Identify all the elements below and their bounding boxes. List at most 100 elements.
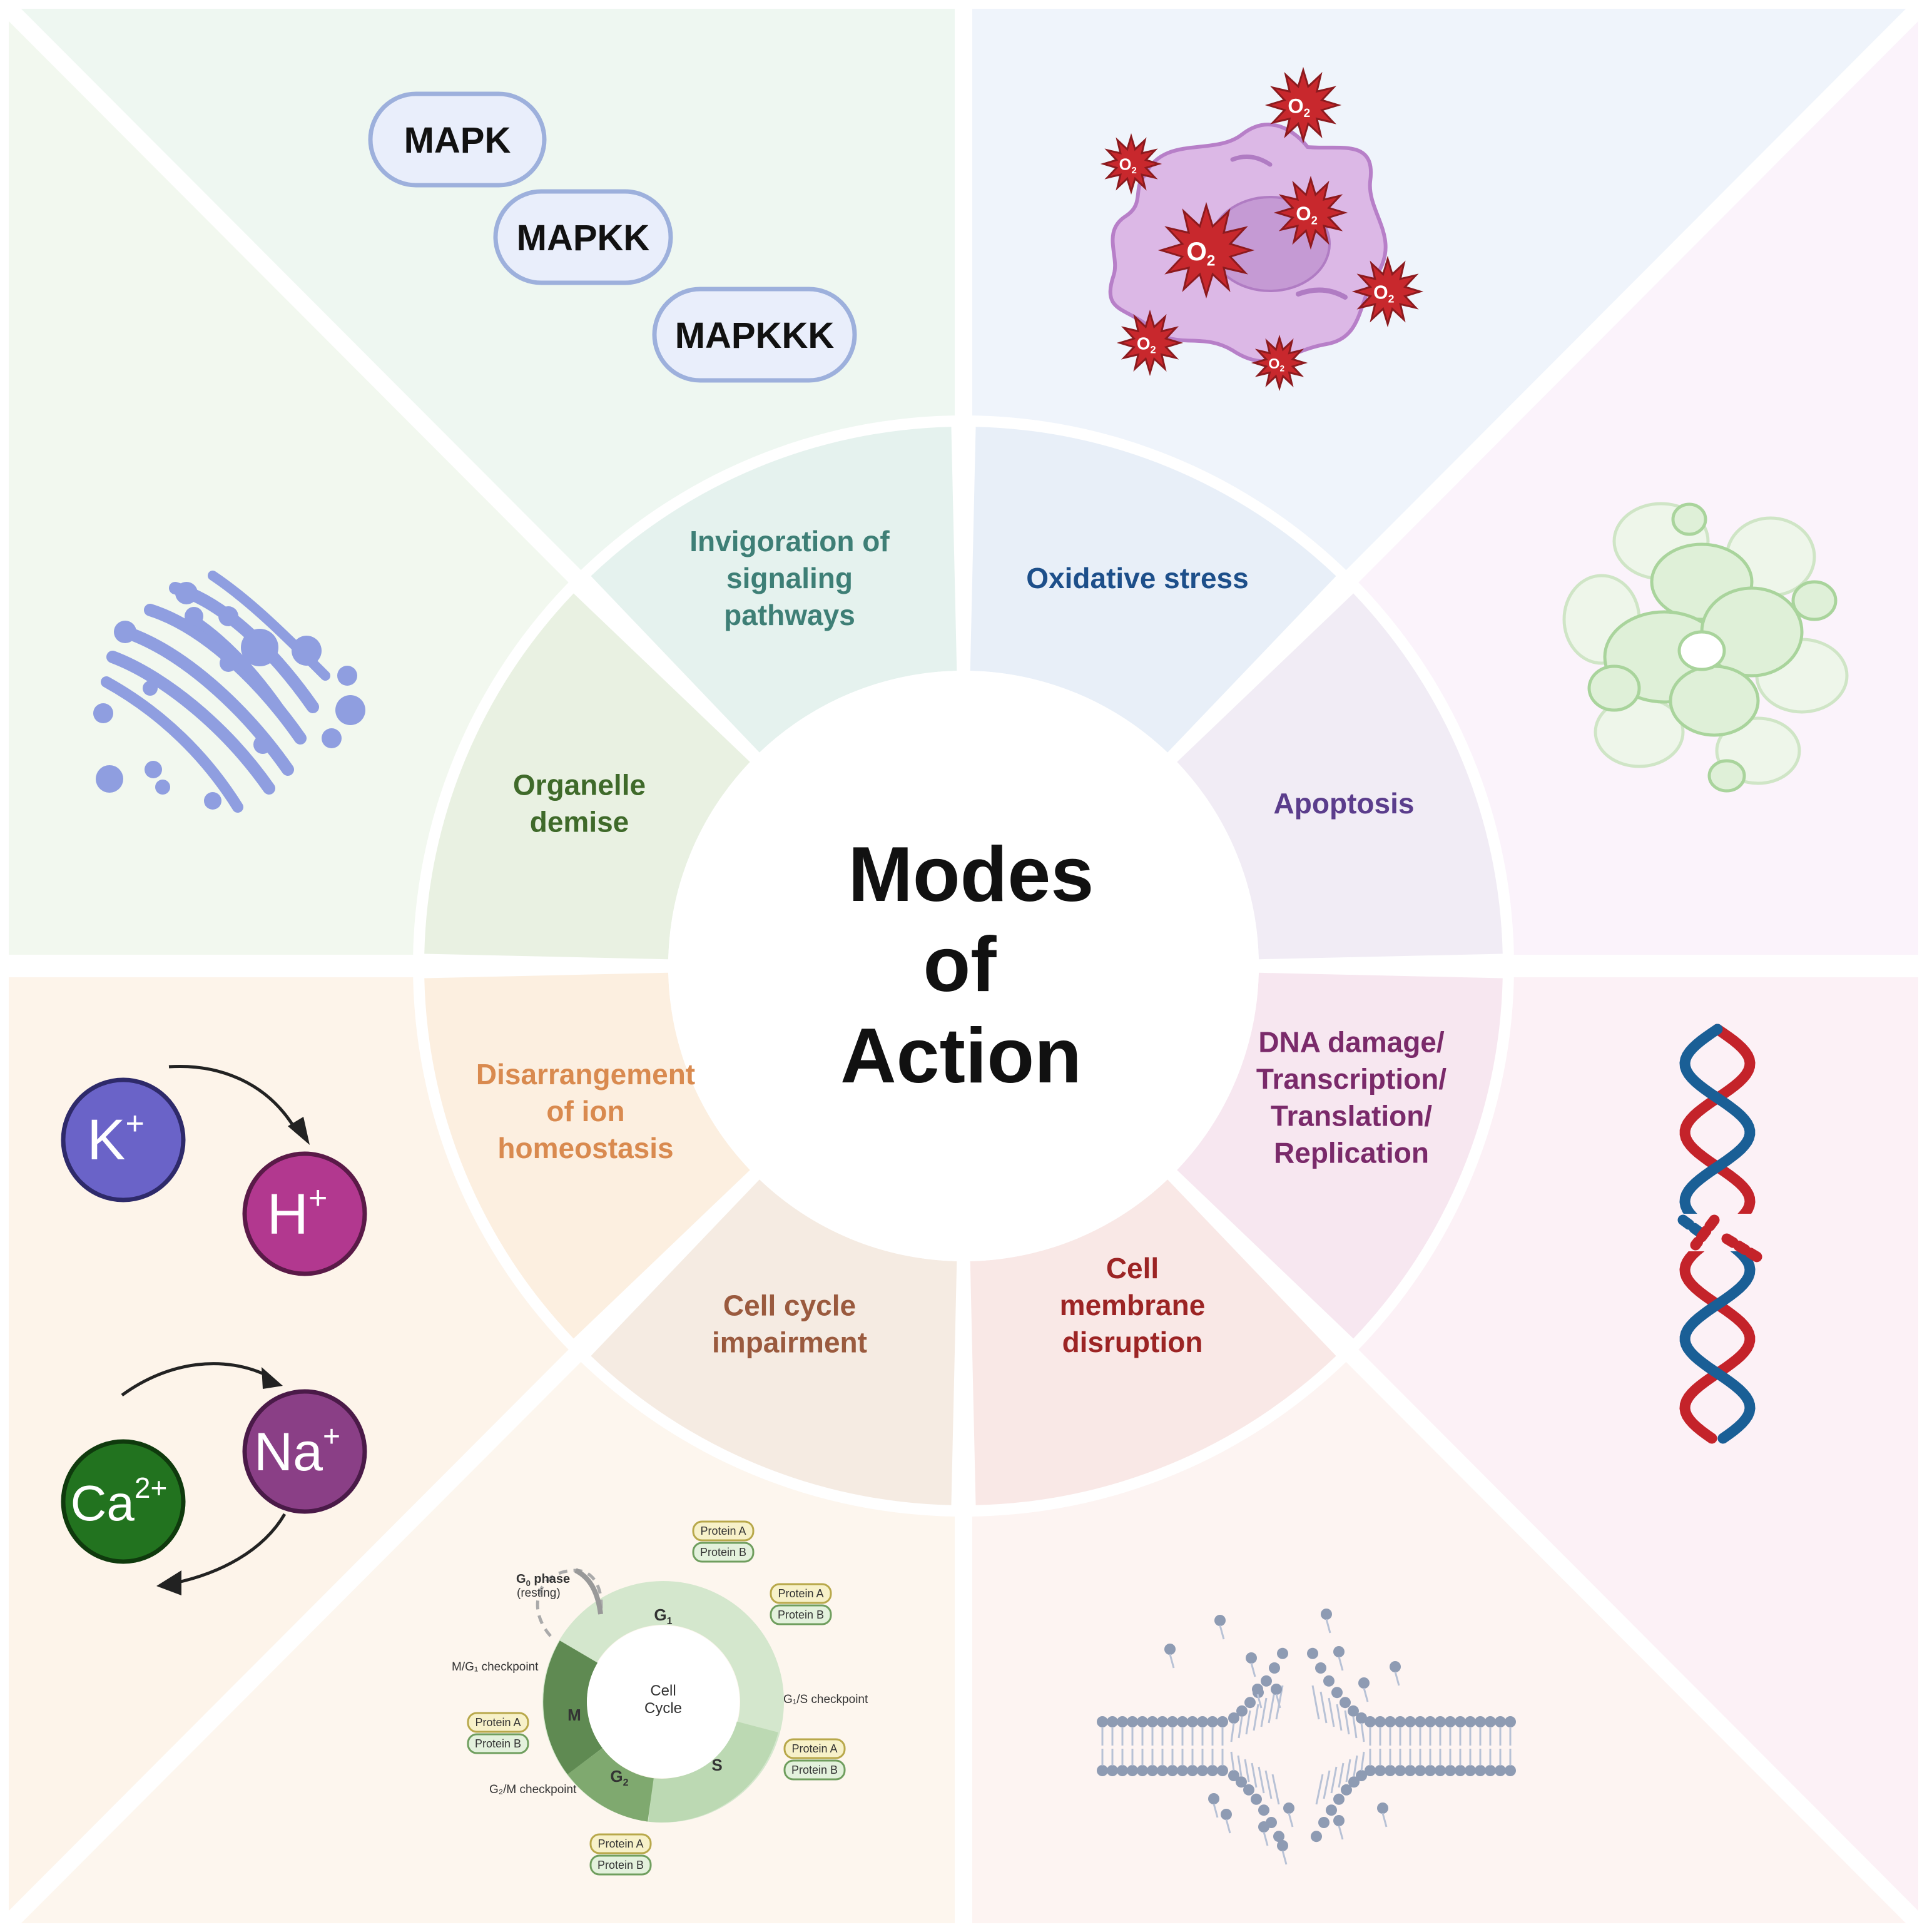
lipid-head <box>1236 1776 1247 1788</box>
lipid-head <box>1385 1716 1396 1727</box>
lipid-head <box>1395 1765 1406 1776</box>
label-oxidative: Oxidative stress <box>1026 562 1248 594</box>
arrow-na-to-ca <box>175 1513 287 1585</box>
segment-label-line: Cell <box>1106 1252 1159 1284</box>
lipid-tail <box>1275 1694 1281 1709</box>
lipid-head <box>1197 1716 1208 1727</box>
golgi-vesicle <box>337 666 357 686</box>
mapkk-label: MAPKK <box>517 218 650 258</box>
golgi-vesicle <box>218 606 238 626</box>
lipid-head <box>1485 1716 1496 1727</box>
g0-phase: G0 phase <box>516 1572 570 1588</box>
lipid-head <box>1307 1647 1318 1659</box>
segment-label-line: Disarrangement <box>476 1058 695 1091</box>
arrow-head <box>262 1367 283 1389</box>
lipid-head <box>1455 1716 1466 1727</box>
lipid-head <box>1252 1684 1263 1695</box>
lipid-head <box>1415 1765 1426 1776</box>
dna-break-fragment <box>1721 1233 1764 1263</box>
cycle-arc-s <box>648 1721 778 1823</box>
golgi-vesicle <box>96 765 123 793</box>
checkpoint-g2m: G₂/M checkpoint <box>489 1783 577 1796</box>
lipid-tail <box>1336 1704 1343 1731</box>
sodium-ion <box>242 1389 367 1514</box>
checkpoint-mg1: M/G₁ checkpoint <box>452 1660 539 1674</box>
lipid-head <box>1217 1765 1228 1776</box>
lipid-head <box>1475 1716 1486 1727</box>
protein-tag-label: Protein B <box>700 1546 746 1558</box>
cycle-center-2: Cycle <box>644 1700 682 1717</box>
lipid-head <box>1277 1840 1288 1851</box>
lipid-tail <box>1219 1625 1225 1640</box>
lipid-tail <box>1251 1762 1258 1788</box>
lipid-head <box>1356 1770 1367 1781</box>
lipid-head <box>1465 1765 1476 1776</box>
dna-helix-illustration <box>1677 1024 1764 1444</box>
lipid-head <box>1221 1809 1232 1820</box>
lipid-tail <box>1319 1691 1328 1724</box>
cell-cycle-illustration: Cell Cycle G1 S G2 M G0 phase (resting) … <box>452 1520 868 1876</box>
lipid-head <box>1405 1765 1416 1776</box>
calcium-label: Ca2+ <box>71 1472 168 1531</box>
protein-tag <box>770 1604 832 1625</box>
lipid-head <box>1246 1652 1257 1664</box>
lipid-head <box>1315 1662 1326 1674</box>
lipid-tail <box>1244 1759 1250 1782</box>
lipid-tail <box>1281 1850 1288 1865</box>
dna-break-fragment <box>1677 1214 1707 1239</box>
potassium-ion <box>61 1077 186 1202</box>
g0-note: (resting) <box>517 1587 561 1600</box>
lipid-tail <box>1353 1755 1358 1777</box>
cycle-center-1: Cell <box>650 1682 676 1699</box>
protein-tag <box>692 1520 755 1542</box>
membrane-illustration <box>1097 1609 1516 1865</box>
title-line-3: Action <box>840 1013 1082 1099</box>
lipid-head <box>1333 1815 1345 1826</box>
lipid-head <box>1208 1793 1219 1804</box>
lipid-head <box>1117 1765 1128 1776</box>
lipid-head <box>1207 1716 1218 1727</box>
protein-tag-label: Protein B <box>475 1737 521 1750</box>
lipid-head <box>1445 1716 1456 1727</box>
lipid-tail <box>1352 1716 1358 1739</box>
lipid-head <box>1465 1716 1476 1727</box>
lipid-head <box>1214 1615 1226 1626</box>
lipid-tail <box>1338 1825 1344 1840</box>
lipid-tail <box>1237 1755 1243 1777</box>
ros-star <box>1251 334 1308 392</box>
apoptotic-blob <box>1669 664 1760 737</box>
segment-apoptosis <box>1177 593 1503 960</box>
ros-label: O2 <box>1137 334 1156 356</box>
lipid-tail <box>1288 1813 1294 1828</box>
lipid-head <box>1228 1770 1239 1781</box>
hydrogen-label: H+ <box>267 1180 328 1246</box>
hydrogen-ion <box>242 1151 367 1276</box>
segment-cellcycle <box>591 1179 957 1505</box>
lipid-head <box>1243 1784 1254 1796</box>
protein-tag <box>589 1854 652 1876</box>
apoptotic-blob <box>1671 502 1707 536</box>
lipid-head <box>1405 1716 1416 1727</box>
lipid-tail <box>1394 1671 1400 1686</box>
golgi-vesicle <box>253 735 272 754</box>
golgi-vesicle <box>220 654 237 672</box>
lipid-head <box>1455 1765 1466 1776</box>
segment-ion <box>424 972 750 1339</box>
lipid-head <box>1147 1716 1158 1727</box>
lipid-head <box>1323 1675 1335 1687</box>
cycle-arc-g2 <box>567 1747 654 1822</box>
ros-label: O2 <box>1186 236 1215 270</box>
lipid-head <box>1318 1817 1330 1828</box>
lipid-head <box>1390 1661 1401 1672</box>
lipid-head <box>1107 1716 1118 1727</box>
lipid-head <box>1495 1765 1506 1776</box>
lipid-head <box>1356 1712 1367 1724</box>
phase-g2: G2 <box>610 1767 628 1788</box>
protein-tag <box>467 1712 529 1733</box>
lipid-head <box>1358 1677 1370 1689</box>
lipid-head <box>1475 1765 1486 1776</box>
phase-s: S <box>711 1756 722 1774</box>
golgi-vesicle <box>185 607 203 626</box>
